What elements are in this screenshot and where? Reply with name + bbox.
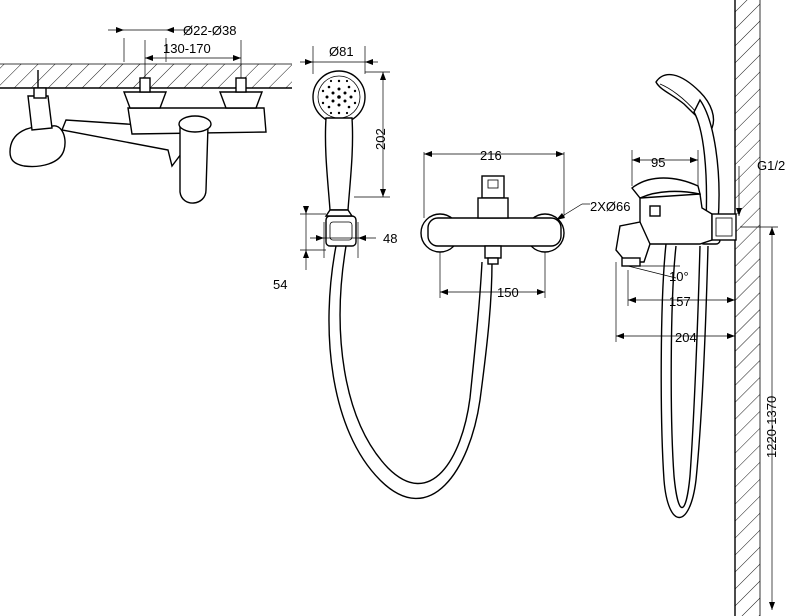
dim-spacing: 130-170 [163, 41, 211, 56]
hand-shower-view: Ø81 202 48 54 [273, 44, 493, 500]
dim-pipe-diameter: Ø22-Ø38 [183, 23, 236, 38]
front-diverter [484, 245, 502, 259]
dim-body-width: 216 [480, 148, 502, 163]
dim-mount-height: 1220-1370 [764, 396, 779, 458]
top-view: Ø22-Ø38 130-170 [0, 23, 292, 204]
dim-spout-reach-2: 204 [675, 330, 697, 345]
side-hose [660, 243, 709, 519]
shower-hose [328, 245, 493, 500]
dim-thread: G1/2 [757, 158, 785, 173]
shower-handle [324, 117, 354, 211]
dim-spout-reach-1: 157 [669, 294, 691, 309]
dim-spout-angle: 10° [669, 269, 689, 284]
dim-flange-diameter: 2XØ66 [590, 199, 630, 214]
dim-center-spacing: 150 [497, 285, 519, 300]
dim-head-diameter: Ø81 [329, 44, 354, 59]
top-shower-head [9, 125, 66, 168]
dim-head-length: 202 [373, 128, 388, 150]
side-view: 95 G1/2 10° 157 204 1220-1370 [615, 0, 785, 616]
spray-holes [321, 79, 357, 115]
side-wall-hatch [735, 0, 760, 616]
top-spout [179, 125, 209, 204]
front-view: 216 2XØ66 150 [420, 148, 630, 300]
dim-holder-width: 48 [383, 231, 397, 246]
dim-holder-height: 54 [273, 277, 287, 292]
dim-lever-reach: 95 [651, 155, 665, 170]
side-mixer-body [639, 193, 713, 245]
front-lever [481, 175, 505, 199]
shower-holder [325, 215, 357, 247]
front-mixer-body [427, 217, 562, 247]
side-lever [631, 177, 701, 199]
